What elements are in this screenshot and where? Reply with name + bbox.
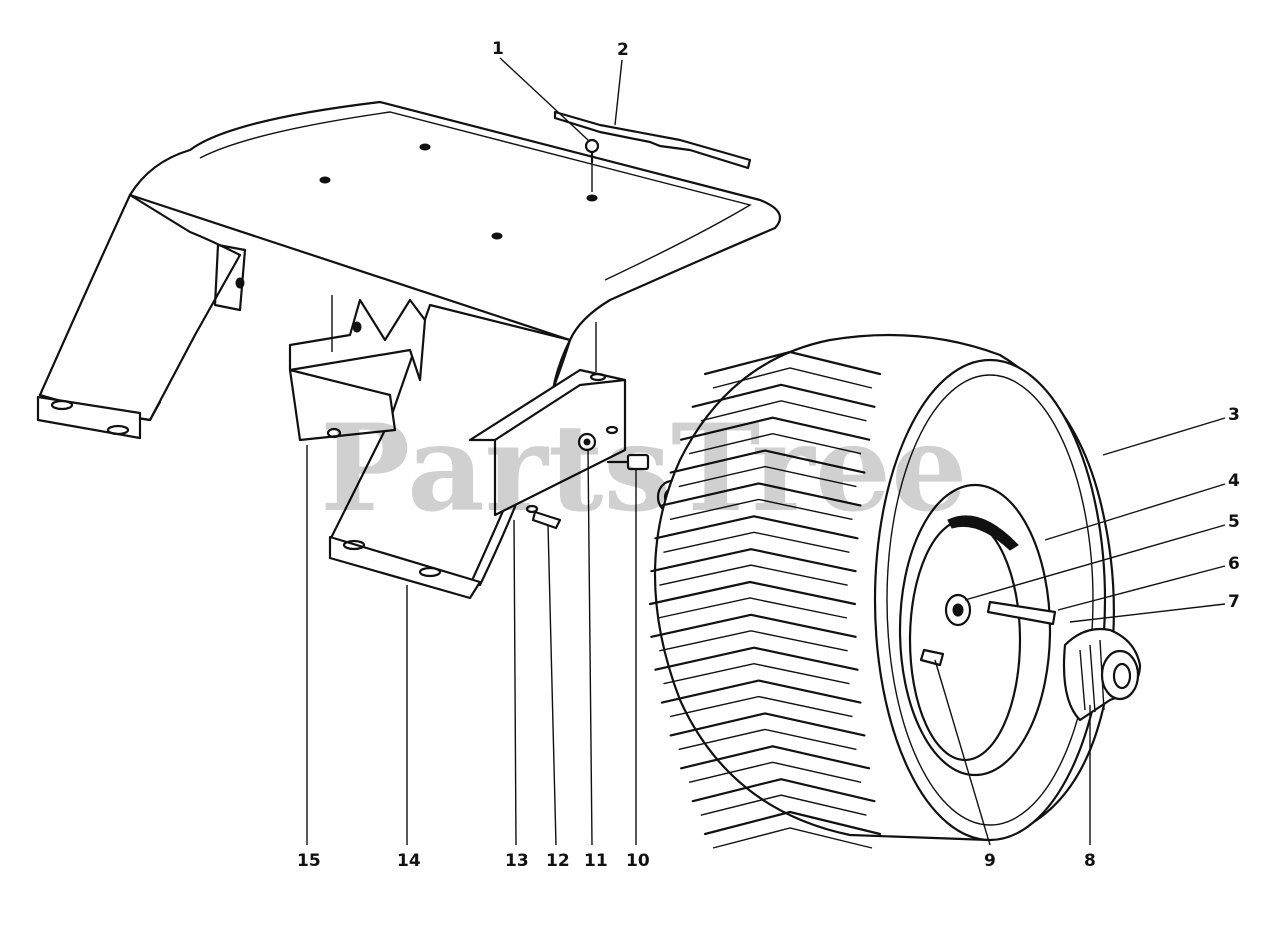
tread-chevron <box>660 679 862 704</box>
bolt-small-part <box>531 510 562 530</box>
tread-chevron <box>669 449 866 474</box>
tread-groove <box>712 827 873 849</box>
callout-2: 2 <box>617 40 629 60</box>
tread-chevron <box>691 778 876 803</box>
callout-15: 15 <box>297 851 321 871</box>
rod-part <box>553 110 752 170</box>
tread-chevron <box>654 515 859 540</box>
tread-groove <box>659 564 848 586</box>
tread-chevron <box>680 416 871 441</box>
bolt-part <box>606 453 650 471</box>
tread-groove <box>688 432 862 455</box>
callout-labels: 1 2 3 4 5 6 7 8 9 10 11 12 13 14 15 <box>297 39 1240 871</box>
tread-groove <box>663 662 850 685</box>
tread-chevron <box>669 712 866 737</box>
callout-4: 4 <box>1228 471 1240 491</box>
tread-groove <box>712 367 873 389</box>
tread-pattern <box>648 350 882 849</box>
tread-groove <box>663 531 850 553</box>
hub-washer <box>944 593 972 627</box>
tread-groove <box>657 597 848 619</box>
tread-groove <box>700 400 867 422</box>
tread-chevron <box>650 613 857 638</box>
tread-groove <box>678 728 857 751</box>
axle-pin <box>986 600 1057 626</box>
tread-chevron <box>703 350 882 376</box>
nut-part <box>577 432 597 452</box>
callout-11: 11 <box>584 851 608 871</box>
tread-chevron <box>660 482 862 507</box>
tread-groove <box>669 695 853 718</box>
callout-10: 10 <box>626 851 650 871</box>
tread-chevron <box>703 810 882 836</box>
watermark: PartsTree <box>320 398 967 539</box>
bracket-left <box>213 243 427 442</box>
tread-groove <box>669 498 853 521</box>
hub-cap <box>1062 627 1142 722</box>
screw-part <box>584 138 600 164</box>
leader-lines <box>306 57 1226 846</box>
callout-1: 1 <box>492 39 504 59</box>
valve-stem <box>919 648 945 667</box>
tread-groove <box>700 794 867 816</box>
tread-chevron <box>648 580 857 606</box>
assembly-guide-lines <box>331 160 597 372</box>
callout-6: 6 <box>1228 554 1240 574</box>
callout-14: 14 <box>397 851 421 871</box>
tread-groove <box>659 630 848 652</box>
fender-body <box>36 100 782 600</box>
tread-chevron <box>680 745 871 770</box>
tread-chevron <box>650 548 857 573</box>
callout-8: 8 <box>1084 851 1096 871</box>
callout-7: 7 <box>1228 592 1240 612</box>
tread-chevron <box>654 646 859 671</box>
callout-3: 3 <box>1228 405 1240 425</box>
callout-12: 12 <box>546 851 570 871</box>
tread-groove <box>688 761 862 783</box>
tread-chevron <box>691 383 876 408</box>
callout-5: 5 <box>1228 512 1240 532</box>
callout-13: 13 <box>505 851 529 871</box>
bracket-right <box>468 368 627 517</box>
callout-9: 9 <box>984 851 996 871</box>
tread-groove <box>678 465 857 488</box>
